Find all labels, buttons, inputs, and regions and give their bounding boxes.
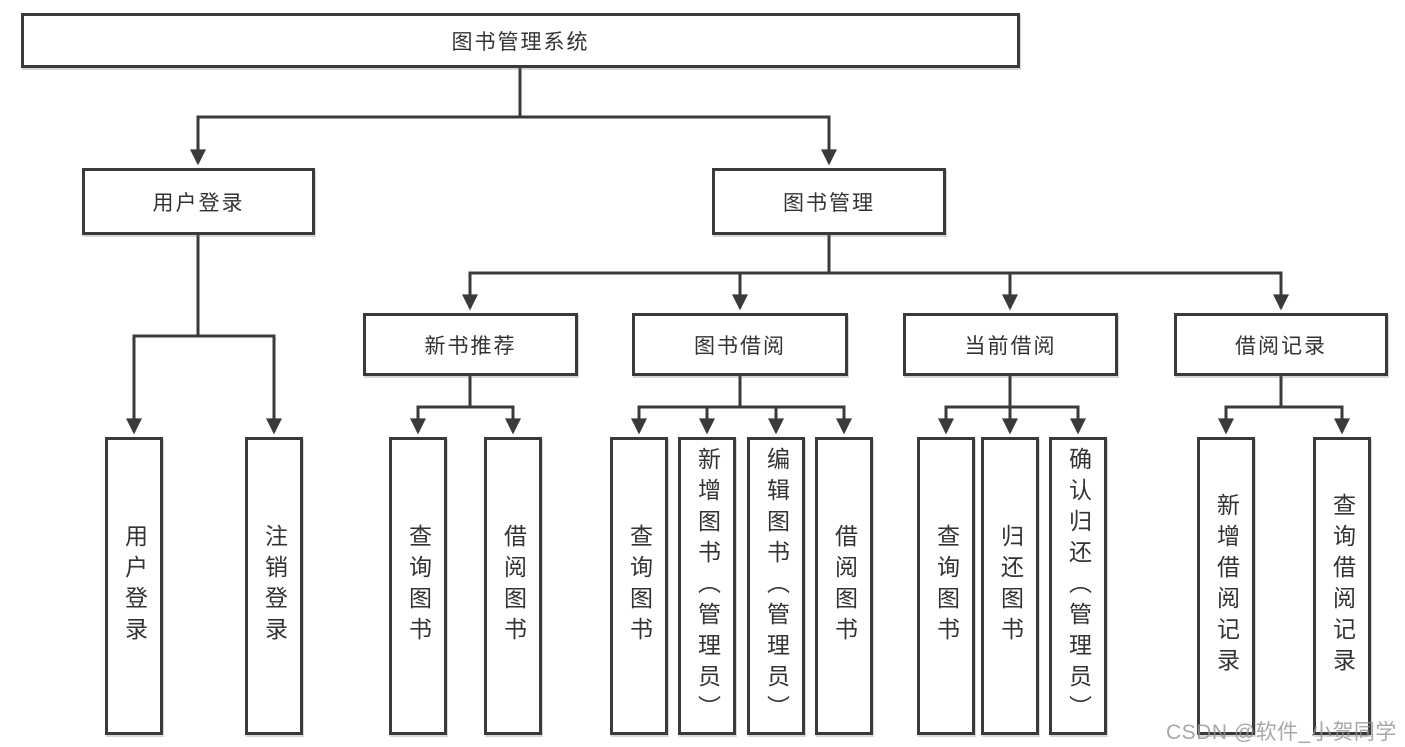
node-book-borrowing: 图书借阅 [632, 313, 848, 376]
node-label: 借阅记录 [1235, 334, 1327, 358]
node-book-management: 图书管理 [712, 168, 946, 235]
node-leaf-logout: 注销登录 [245, 437, 303, 735]
node-label: 图书借阅 [694, 334, 786, 358]
node-leaf-user-login: 用户登录 [105, 437, 163, 735]
node-label: 归还图书 [997, 524, 1024, 648]
node-leaf-edit-books-admin: 编辑图书（管理员） [747, 437, 805, 735]
node-leaf-return-books: 归还图书 [981, 437, 1039, 735]
node-label: 查询图书 [405, 524, 432, 648]
node-label: 新书推荐 [424, 334, 517, 358]
node-label: 用户登录 [152, 191, 245, 215]
node-label: 查询借阅记录 [1329, 493, 1356, 679]
node-label: 借阅图书 [500, 524, 527, 648]
node-label: 用户登录 [121, 524, 148, 648]
node-leaf-borrow-books-1: 借阅图书 [484, 437, 542, 735]
node-label: 借阅图书 [831, 524, 858, 648]
node-new-book-recommend: 新书推荐 [363, 313, 578, 376]
node-label: 查询图书 [626, 524, 653, 648]
node-leaf-add-books-admin: 新增图书（管理员） [678, 437, 736, 735]
node-label: 注销登录 [261, 524, 288, 648]
node-label: 查询图书 [933, 524, 960, 648]
node-leaf-query-books-3: 查询图书 [917, 437, 975, 735]
node-label: 编辑图书（管理员） [763, 446, 790, 726]
node-leaf-borrow-books-2: 借阅图书 [815, 437, 873, 735]
node-label: 确认归还（管理员） [1065, 446, 1092, 726]
node-label: 新增图书（管理员） [694, 446, 721, 726]
node-label: 图书管理 [783, 191, 875, 215]
node-user-login: 用户登录 [82, 168, 315, 235]
csdn-watermark: CSDN @软件_小贺同学 [1166, 721, 1397, 744]
node-leaf-query-books-1: 查询图书 [389, 437, 447, 735]
node-label: 图书管理系统 [451, 30, 590, 54]
node-borrowing-records: 借阅记录 [1174, 313, 1388, 376]
node-current-borrowing: 当前借阅 [903, 313, 1118, 376]
node-label: 当前借阅 [964, 334, 1057, 358]
node-leaf-confirm-return-admin: 确认归还（管理员） [1049, 437, 1107, 735]
node-leaf-query-borrow-record: 查询借阅记录 [1313, 437, 1371, 735]
node-label: 新增借阅记录 [1213, 493, 1240, 679]
node-library-management-system: 图书管理系统 [21, 13, 1020, 68]
node-leaf-query-books-2: 查询图书 [610, 437, 668, 735]
node-leaf-add-borrow-record: 新增借阅记录 [1197, 437, 1255, 735]
